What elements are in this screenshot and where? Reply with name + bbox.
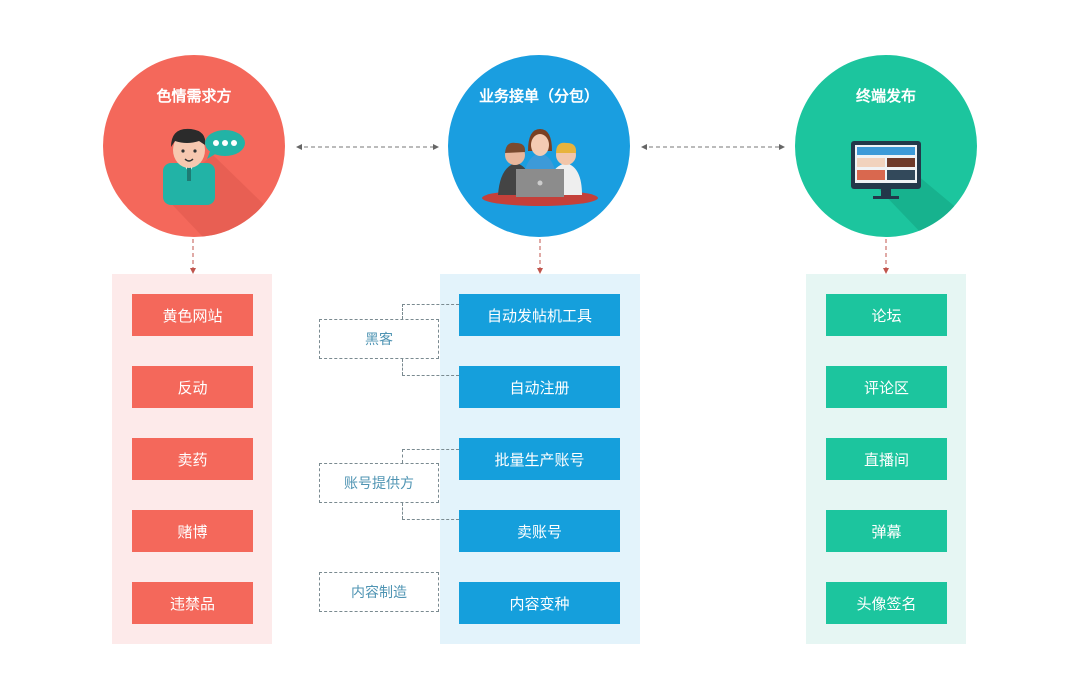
bracket-line [402,304,459,305]
bracket-line [402,375,459,376]
account-provider-group-label: 账号提供方 [319,463,439,503]
person-chat-icon [163,128,285,237]
content-maker-group-label: 内容制造 [319,572,439,612]
bracket-line [402,519,459,520]
bracket-line [402,449,459,450]
publish-title: 终端发布 [855,87,916,105]
hacker-group-label: 黑客 [319,319,439,359]
bracket-line [402,359,403,375]
publish-item: 弹幕 [826,510,947,552]
monitor-icon [851,141,977,237]
demand-item: 卖药 [132,438,253,480]
demand-title: 色情需求方 [156,87,232,105]
business-circle: 业务接单（分包） [448,55,630,237]
business-title: 业务接单（分包） [478,87,599,105]
business-item: 内容变种 [459,582,620,624]
business-item: 自动发帖机工具 [459,294,620,336]
publish-circle: 终端发布 [795,55,977,237]
demand-item: 赌博 [132,510,253,552]
publish-item: 直播间 [826,438,947,480]
business-item: 卖账号 [459,510,620,552]
bracket-line [402,304,403,319]
publish-item: 论坛 [826,294,947,336]
bracket-line [402,503,403,519]
demand-item: 反动 [132,366,253,408]
demand-item: 违禁品 [132,582,253,624]
publish-item: 评论区 [826,366,947,408]
publish-item: 头像签名 [826,582,947,624]
bracket-line [402,449,403,463]
business-item: 自动注册 [459,366,620,408]
team-laptop-icon [482,129,598,206]
business-item: 批量生产账号 [459,438,620,480]
demand-item: 黄色网站 [132,294,253,336]
demand-circle: 色情需求方 [103,55,285,237]
